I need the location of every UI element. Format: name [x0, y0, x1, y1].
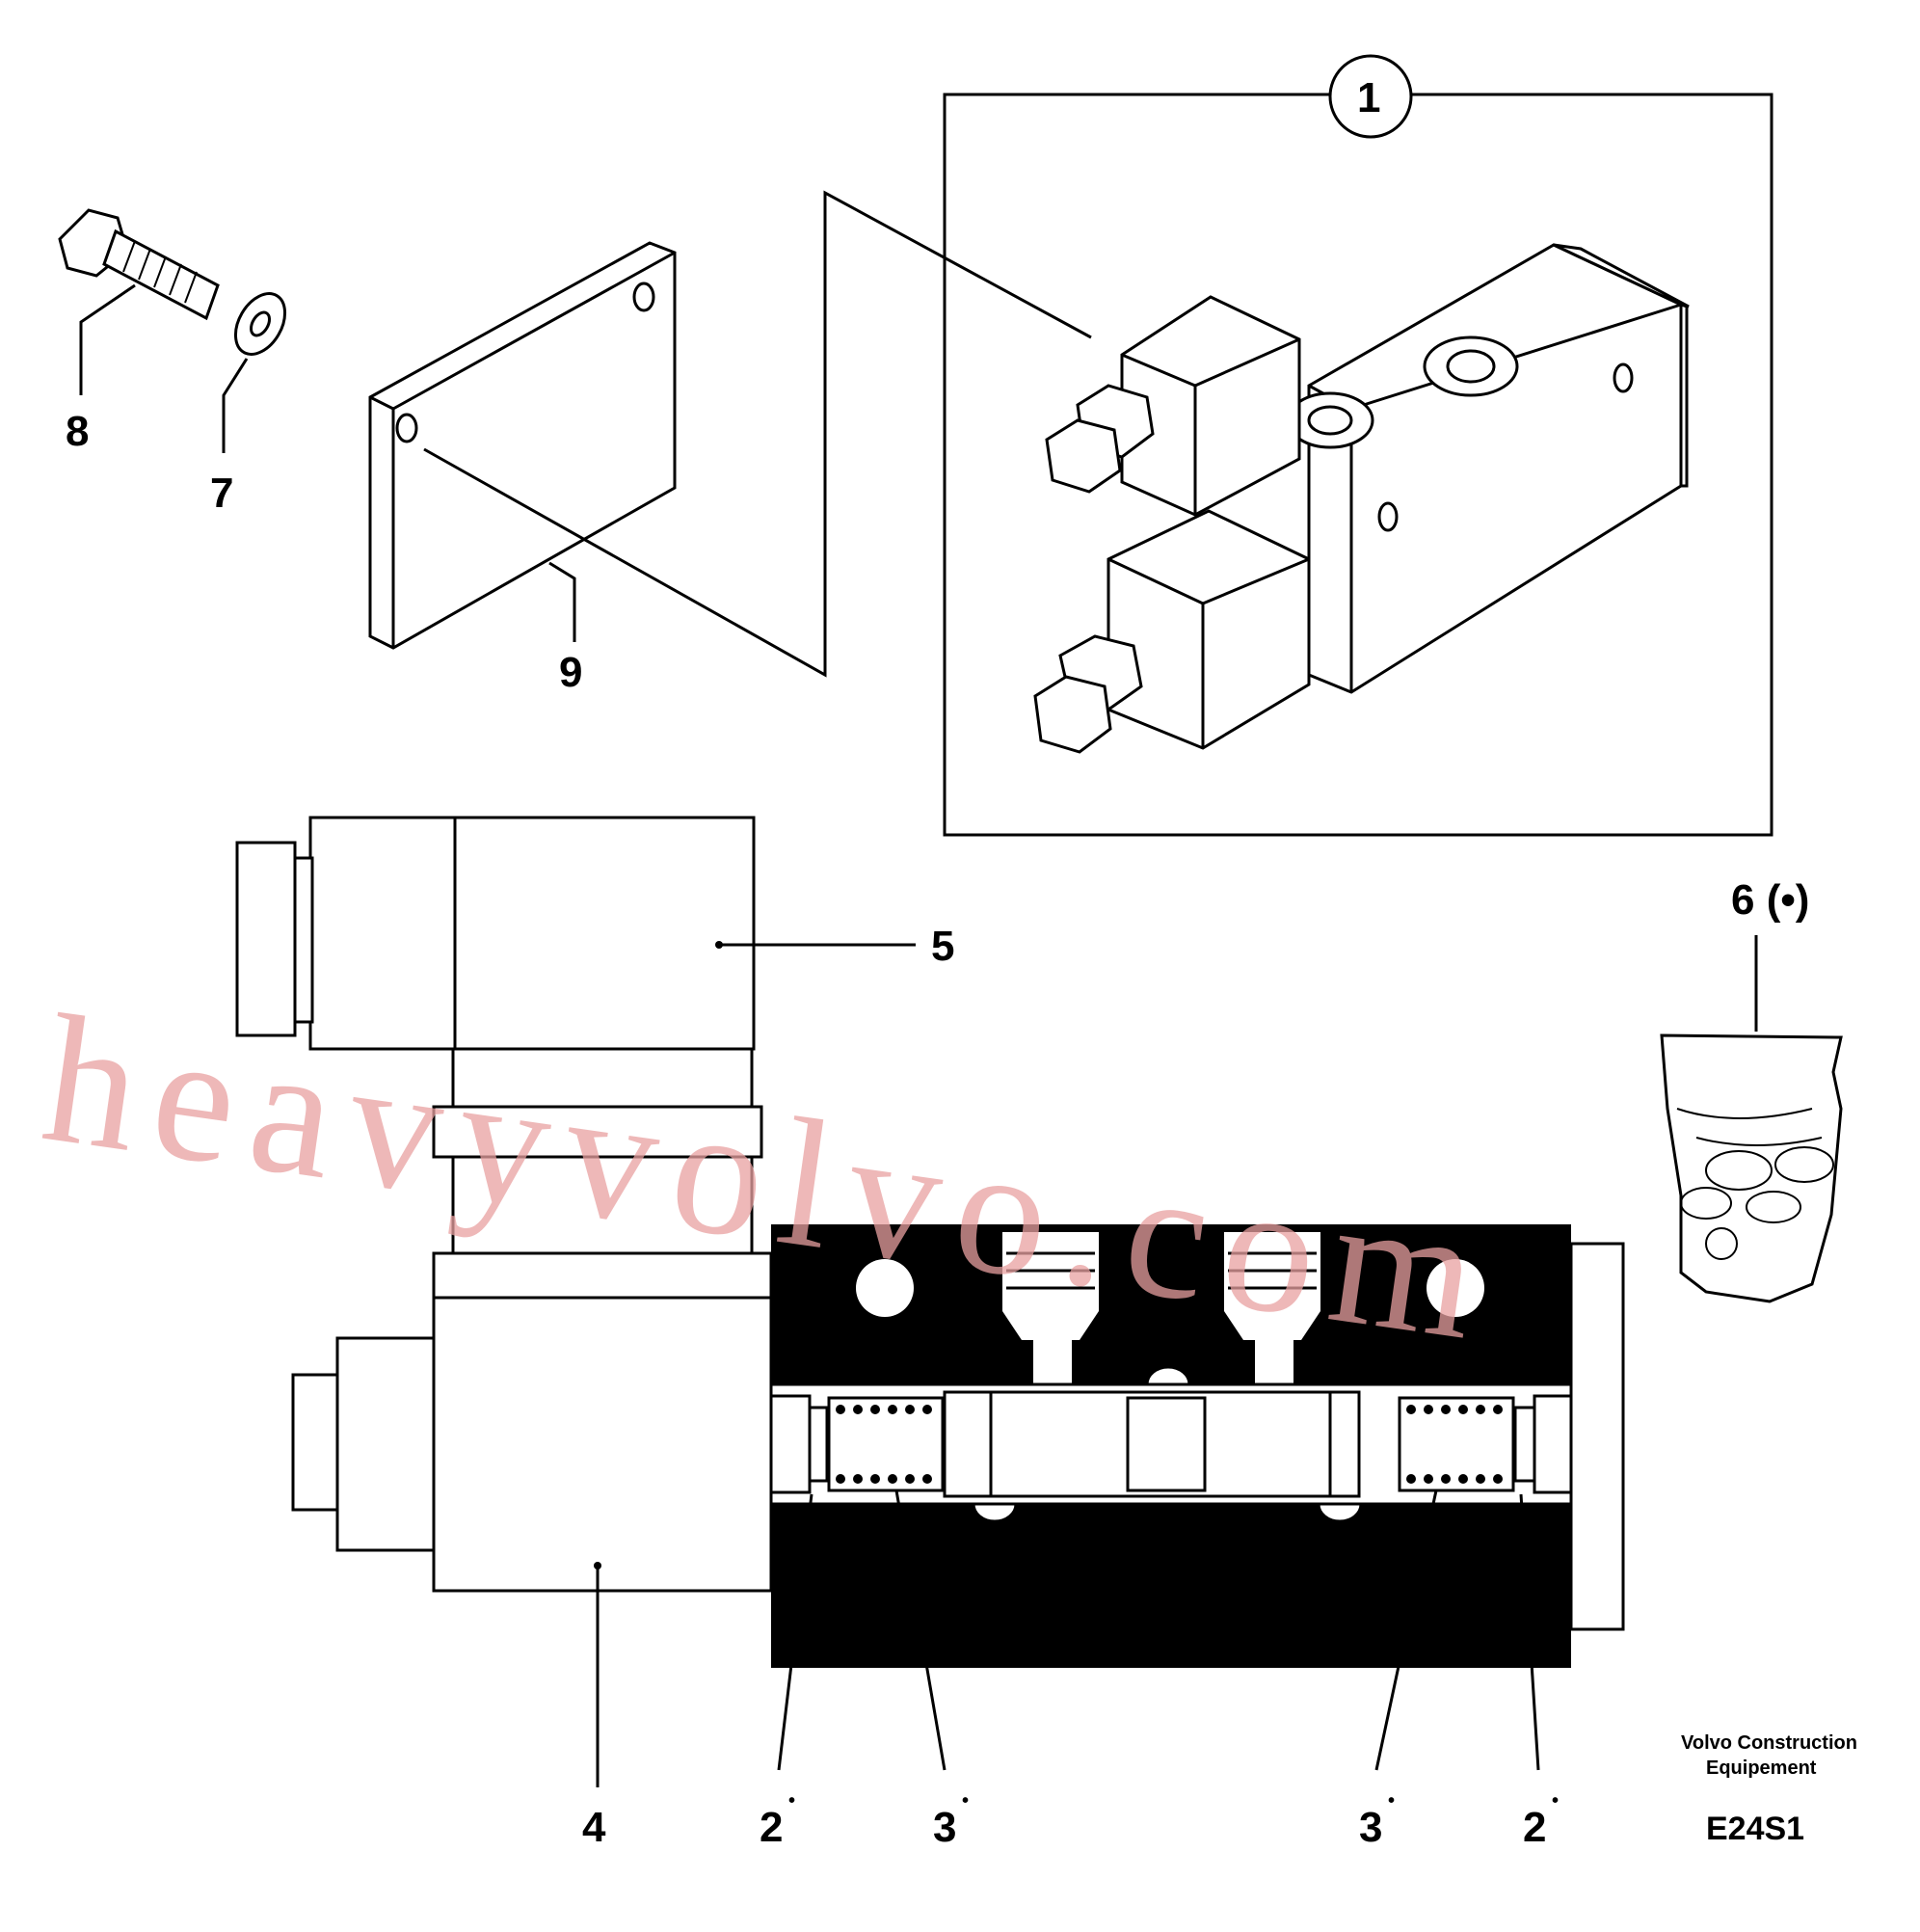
label-item-9: 9 [559, 649, 582, 696]
label-item-7: 7 [210, 470, 233, 517]
label-item-3-left: 3 [933, 1804, 956, 1851]
bullet-item-2-left: • [788, 1790, 795, 1811]
mounting-plate-item-9 [368, 190, 1092, 678]
label-item-2-left: 2 [760, 1804, 783, 1851]
valve-cross-section [235, 816, 1625, 1668]
bullet-item-3-right: • [1388, 1790, 1395, 1811]
bullet-item-2-right: • [1552, 1790, 1559, 1811]
bolt-item-8 [58, 208, 220, 395]
label-item-5: 5 [931, 923, 954, 970]
label-item-1: 1 [1357, 74, 1380, 121]
label-item-2-right: 2 [1523, 1804, 1546, 1851]
label-item-8: 8 [66, 408, 89, 455]
bullet-item-3-left: • [962, 1790, 969, 1811]
figure-code: E24S1 [1706, 1811, 1804, 1847]
credit-line-2: Equipement [1706, 1758, 1817, 1779]
seal-kit-bag-item-6 [1660, 1033, 1843, 1303]
leader-lines [594, 935, 1758, 1787]
credit-line-1: Volvo Construction [1681, 1732, 1857, 1754]
washer-item-7 [222, 292, 287, 453]
label-item-3-right: 3 [1359, 1804, 1382, 1851]
label-item-4: 4 [582, 1804, 606, 1851]
valve-assembly-item-1 [943, 54, 1773, 837]
label-item-6: 6 (•) [1731, 876, 1809, 924]
